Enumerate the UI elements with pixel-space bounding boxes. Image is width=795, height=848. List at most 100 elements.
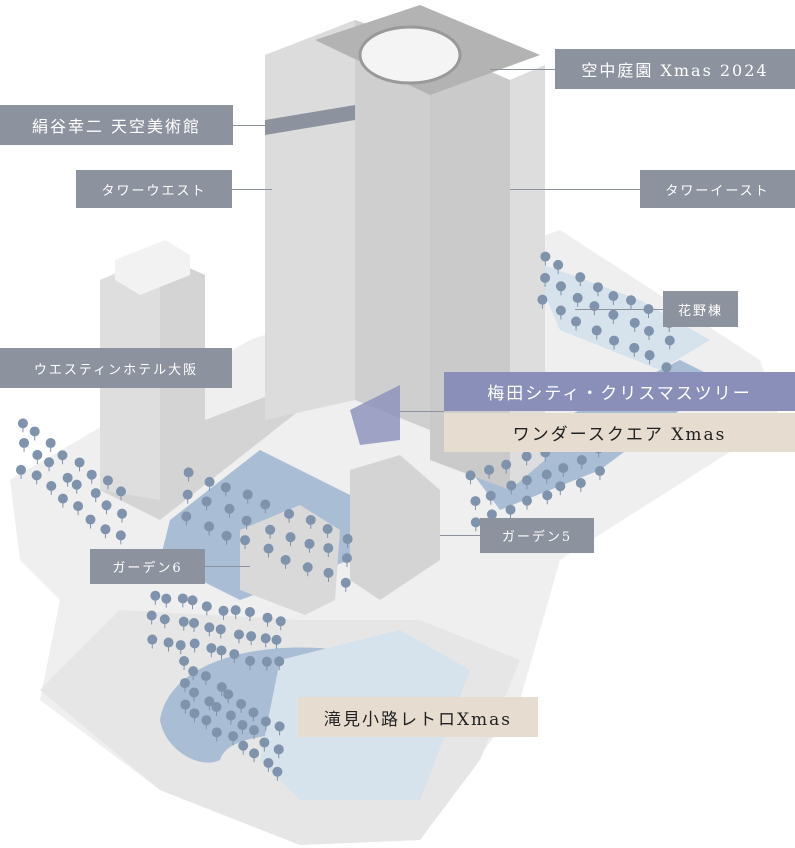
- tree-icon: [204, 521, 215, 532]
- tree-icon: [161, 593, 172, 604]
- tree-icon: [229, 649, 240, 660]
- label-takimi-koji[interactable]: 滝見小路レトロXmas: [298, 697, 538, 737]
- tree-icon: [609, 335, 620, 346]
- tree-icon: [629, 342, 640, 353]
- label-christmas-tree[interactable]: 梅田シティ・クリスマスツリー: [444, 372, 795, 411]
- tree-icon: [260, 716, 271, 727]
- tree-icon: [486, 509, 497, 520]
- tree-icon: [189, 618, 200, 629]
- tree-icon: [102, 475, 113, 486]
- tree-icon: [163, 637, 174, 648]
- tree-icon: [100, 524, 111, 535]
- leader-line: [510, 189, 640, 190]
- tree-icon: [259, 737, 270, 748]
- tree-icon: [241, 515, 252, 526]
- tree-icon: [465, 470, 476, 481]
- tree-icon: [183, 467, 194, 478]
- label-sky-garden[interactable]: 空中庭園 Xmas 2024: [555, 49, 795, 89]
- tree-icon: [19, 437, 30, 448]
- tree-icon: [571, 316, 582, 327]
- tree-icon: [204, 476, 215, 487]
- tree-icon: [541, 469, 552, 480]
- tree-icon: [211, 701, 222, 712]
- label-museum[interactable]: 絹谷幸二 天空美術館: [0, 105, 233, 145]
- label-wonder-square[interactable]: ワンダースクエア Xmas: [444, 413, 795, 452]
- tree-icon: [218, 605, 229, 616]
- tree-icon: [643, 326, 654, 337]
- tree-icon: [236, 698, 247, 709]
- tree-icon: [221, 530, 232, 541]
- tree-icon: [555, 481, 566, 492]
- tree-icon: [46, 480, 57, 491]
- tree-icon: [150, 590, 161, 601]
- label-garden6[interactable]: ガーデン6: [90, 549, 205, 584]
- tree-icon: [117, 508, 128, 519]
- tree-icon: [506, 480, 517, 491]
- tree-icon: [629, 317, 640, 328]
- tree-icon: [215, 624, 226, 635]
- tree-icon: [522, 495, 533, 506]
- tree-icon: [558, 462, 569, 473]
- tree-icon: [542, 490, 553, 501]
- leader-line: [233, 125, 265, 126]
- label-hanano[interactable]: 花野棟: [663, 291, 738, 327]
- tree-icon: [263, 757, 274, 768]
- tree-icon: [305, 514, 316, 525]
- tree-icon: [45, 438, 56, 449]
- leader-line: [490, 69, 555, 70]
- tree-icon: [284, 508, 295, 519]
- hanano-area: [530, 260, 710, 370]
- leader-line: [400, 411, 444, 412]
- tree-icon: [323, 543, 334, 554]
- tree-icon: [664, 335, 675, 346]
- tree-icon: [201, 715, 212, 726]
- tree-icon: [44, 457, 55, 468]
- tree-icon: [265, 524, 276, 535]
- tree-icon: [181, 511, 192, 522]
- tree-icon: [589, 301, 600, 312]
- tree-icon: [179, 656, 190, 667]
- tree-icon: [204, 622, 215, 633]
- tree-icon: [159, 614, 170, 625]
- tree-icon: [225, 710, 236, 721]
- tree-icon: [74, 457, 85, 468]
- tree-icon: [274, 656, 285, 667]
- tree-icon: [180, 699, 191, 710]
- tree-icon: [90, 488, 101, 499]
- tree-icon: [262, 612, 273, 623]
- tree-icon: [233, 629, 244, 640]
- label-tower-east[interactable]: タワーイースト: [640, 170, 795, 208]
- tree-icon: [85, 514, 96, 525]
- tree-icon: [271, 634, 282, 645]
- tree-icon: [200, 671, 211, 682]
- tree-icon: [204, 696, 215, 707]
- tree-icon: [553, 259, 564, 270]
- label-tower-west[interactable]: タワーウエスト: [76, 170, 232, 208]
- tree-icon: [246, 631, 257, 642]
- tree-icon: [71, 479, 82, 490]
- tree-icon: [62, 472, 73, 483]
- label-westin[interactable]: ウエスティンホテル大阪: [0, 348, 232, 388]
- tree-icon: [608, 290, 619, 301]
- trees: [16, 251, 675, 781]
- tree-icon: [147, 634, 158, 645]
- tree-icon: [189, 708, 200, 719]
- tree-icon: [285, 532, 296, 543]
- label-garden5[interactable]: ガーデン5: [480, 518, 594, 553]
- tree-icon: [201, 601, 212, 612]
- tree-icon: [273, 744, 284, 755]
- tree-icon: [238, 740, 249, 751]
- tree-icon: [576, 454, 587, 465]
- leader-line: [575, 309, 663, 310]
- tree-icon: [484, 464, 495, 475]
- tree-icon: [57, 493, 68, 504]
- tree-icon: [340, 577, 351, 588]
- tree-icon: [537, 294, 548, 305]
- tree-icon: [521, 475, 532, 486]
- tree-icon: [57, 450, 68, 461]
- leader-line: [232, 189, 272, 190]
- tree-icon: [206, 643, 217, 654]
- tree-icon: [540, 272, 551, 283]
- leader-line: [205, 566, 250, 567]
- tree-icon: [470, 496, 481, 507]
